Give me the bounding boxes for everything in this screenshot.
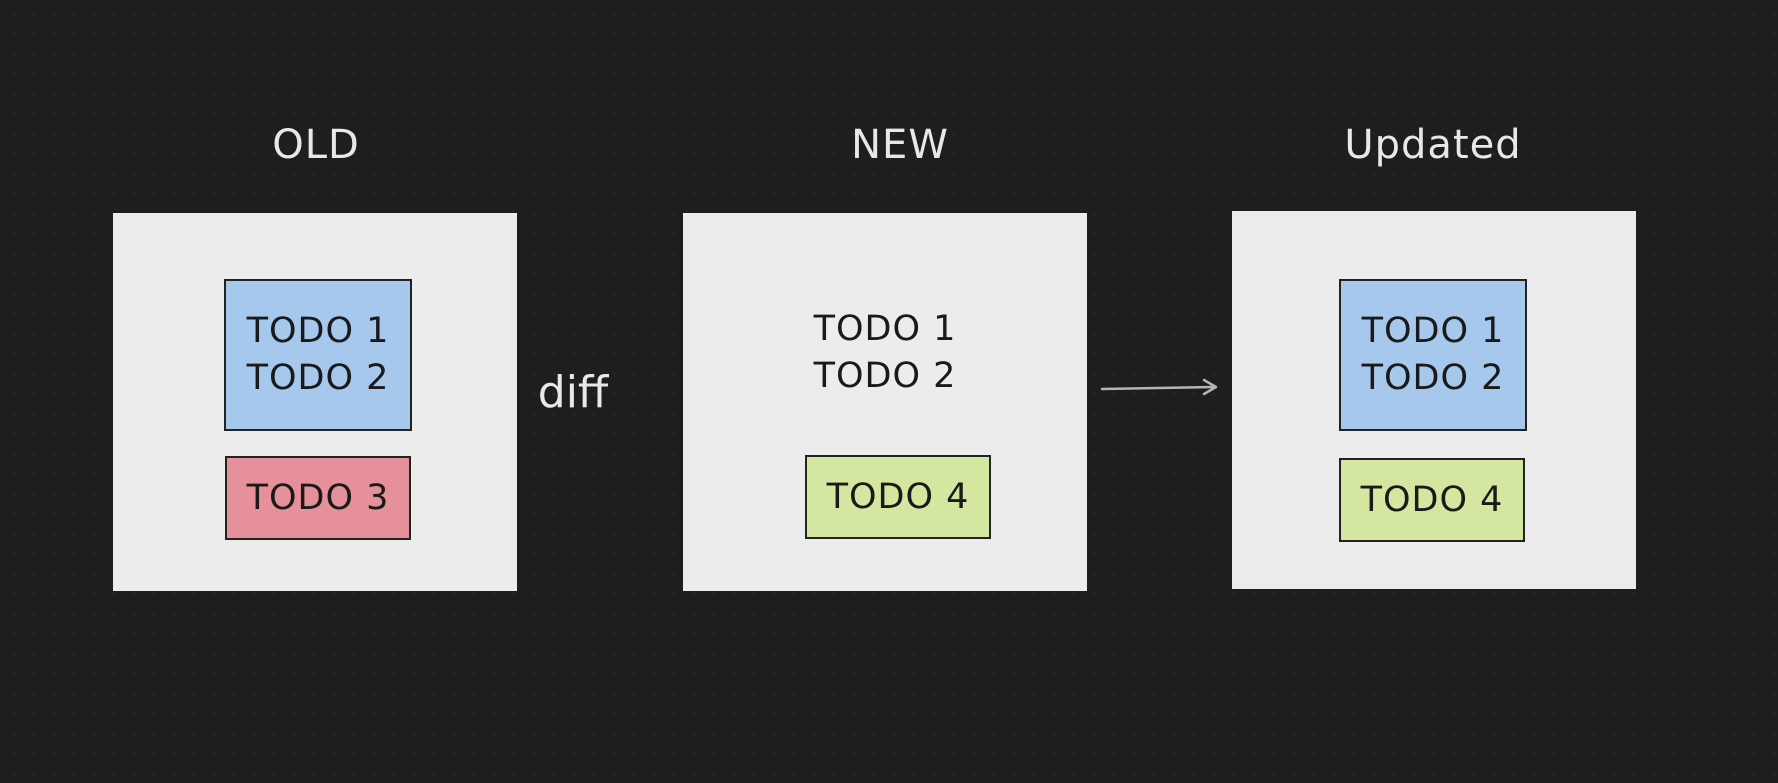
new-green-item: TODO 4 [805, 455, 991, 539]
old-red-item: TODO 3 [225, 456, 411, 540]
new-plain-lines: TODO 1 TODO 2 [785, 306, 985, 400]
updated-green-item: TODO 4 [1339, 458, 1525, 542]
old-todo-3: TODO 3 [246, 477, 390, 518]
updated-title: Updated [1344, 122, 1522, 168]
diff-label: diff [537, 367, 609, 418]
updated-blue-group: TODO 1 TODO 2 [1339, 279, 1527, 431]
updated-todo-2: TODO 2 [1361, 358, 1505, 398]
old-blue-group: TODO 1 TODO 2 [224, 279, 412, 431]
arrow-right-icon [1100, 378, 1218, 396]
old-todo-2: TODO 2 [246, 358, 390, 398]
new-todo-2: TODO 2 [813, 356, 957, 396]
new-todo-1: TODO 1 [813, 309, 957, 349]
updated-todo-1: TODO 1 [1361, 311, 1505, 351]
old-panel: TODO 1 TODO 2 TODO 3 [113, 213, 517, 591]
updated-panel: TODO 1 TODO 2 TODO 4 [1232, 211, 1636, 589]
old-title: OLD [272, 122, 360, 168]
new-panel: TODO 1 TODO 2 TODO 4 [683, 213, 1087, 591]
new-todo-4: TODO 4 [826, 476, 970, 517]
new-title: NEW [851, 122, 949, 168]
old-todo-1: TODO 1 [246, 311, 390, 351]
updated-todo-4: TODO 4 [1360, 479, 1504, 520]
